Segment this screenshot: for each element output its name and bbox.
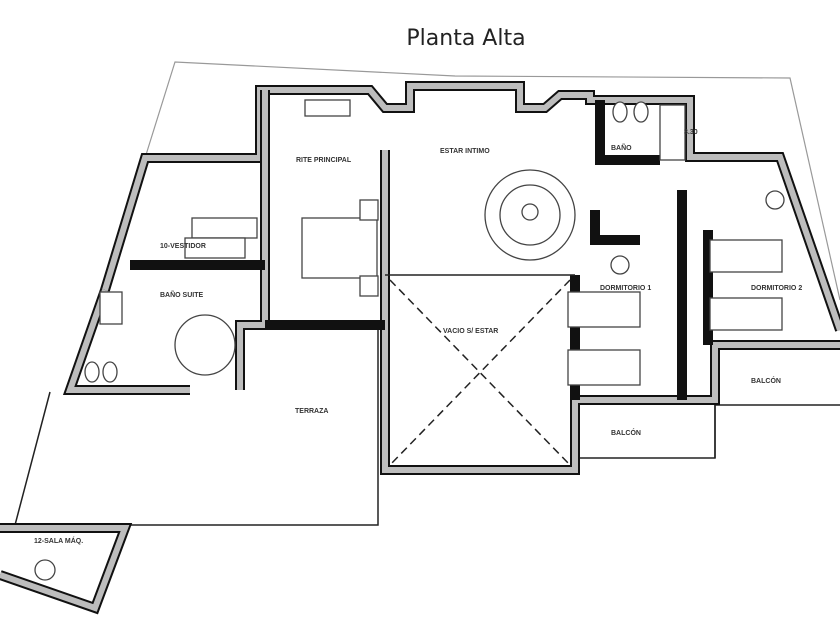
walls [0, 81, 840, 615]
room-label-dormitorio-2: DORMITORIO 2 [751, 285, 802, 292]
spiral-staircase [484, 169, 576, 261]
dimension-label: 3.30 [684, 129, 698, 136]
room-label-vestidor: 10-VESTIDOR [160, 243, 206, 250]
room-label-dormitorio-1: DORMITORIO 1 [600, 285, 651, 292]
room-label-estar-intimo: ESTAR INTIMO [440, 148, 490, 155]
furniture [34, 99, 785, 581]
room-label-sala-maq: 12-SALA MÁQ. [34, 536, 83, 545]
room-label-balcon-1: BALCÓN [611, 428, 641, 437]
void-area [385, 274, 575, 466]
room-label-bano: BAÑO [611, 143, 632, 152]
room-label-dorm-principal: RITE PRINCIPAL [296, 157, 352, 164]
room-label-terraza: TERRAZA [295, 408, 328, 415]
room-label-bano-suite: BAÑO SUITE [160, 290, 204, 299]
terrace-outline [14, 325, 840, 526]
room-label-balcon-2: BALCÓN [751, 376, 781, 385]
room-label-vacio: VACIO S/ ESTAR [443, 328, 498, 335]
plan-title: Planta Alta [406, 26, 526, 51]
